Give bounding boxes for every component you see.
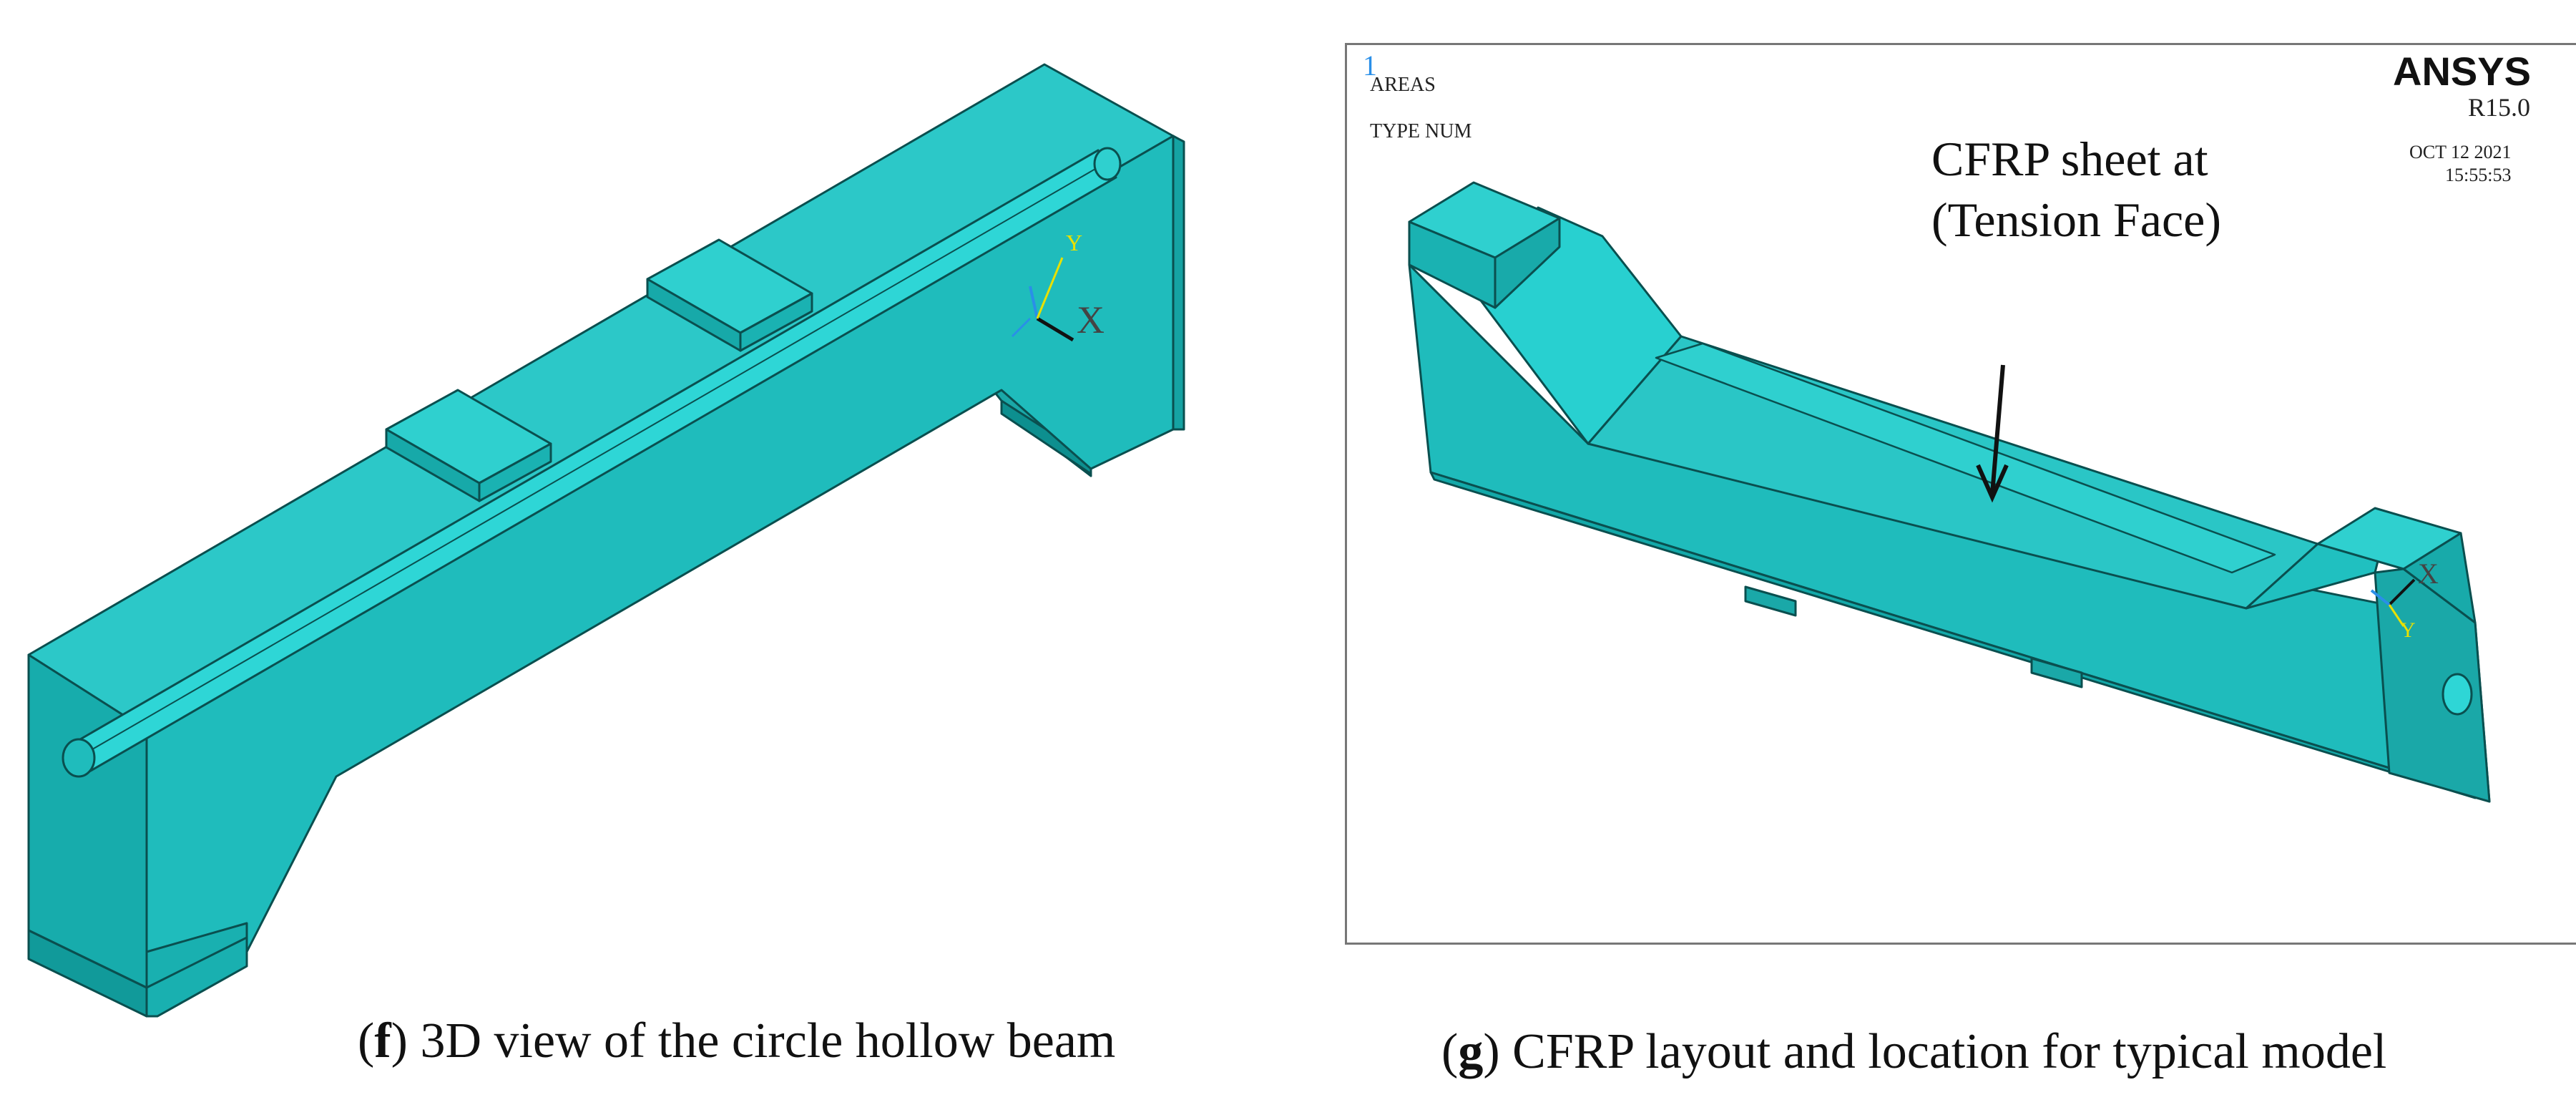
ansys-graphics-window [1345, 43, 2576, 945]
window-number: 1 [1363, 49, 1377, 82]
ansys-logo: ANSYS [2393, 49, 2531, 94]
ansys-date: OCT 12 2021 [2409, 142, 2512, 162]
bottom-support-plate-1 [1744, 585, 1797, 617]
hollow-rod-end-left [62, 738, 96, 778]
caption-g-text: CFRP layout and location for typical mod… [1512, 1024, 2387, 1079]
ansys-release: R15.0 [2468, 93, 2531, 122]
load-plate-2-front [739, 292, 813, 352]
caption-f-text: 3D view of the circle hollow beam [420, 1013, 1116, 1068]
beam-3d-model: Y X [27, 63, 1185, 1018]
hollow-rod-end-right [1093, 147, 1122, 181]
triad-y-label: Y [1066, 230, 1082, 255]
load-plate-1-front [478, 442, 552, 502]
right-block-front [2374, 568, 2491, 803]
caption-g: (g) CFRP layout and location for typical… [1441, 1024, 2387, 1079]
caption-g-letter: g [1458, 1024, 1484, 1079]
ansys-time: 15:55:53 [2445, 165, 2512, 185]
caption-f-letter: f [374, 1013, 391, 1068]
cfrp-beam-model: X Y [1408, 181, 2491, 803]
annotation-arrow [1976, 364, 2009, 503]
right-block-side [2402, 532, 2477, 624]
panel-g: X Y 1 AREAS TYPE NUM ANSYS R15.0 OCT 12 … [1302, 0, 2576, 1110]
annotation-label: CFRP sheet at (Tension Face) [1931, 129, 2221, 250]
cfrp-sheet-outline [1655, 342, 2276, 574]
panel-f: Y X (f) 3D view of the circle hollow bea… [27, 63, 1185, 1068]
hollow-rod-body [70, 149, 1117, 773]
annotation-line-2: (Tension Face) [1931, 193, 2221, 247]
left-block-side [1494, 217, 1561, 309]
areas-label: AREAS [1370, 74, 1436, 96]
beam-right-end-face [1172, 135, 1185, 431]
caption-f: (f) 3D view of the circle hollow beam [358, 1013, 1116, 1068]
end-hole [2442, 673, 2473, 716]
triad: Y X [1011, 230, 1105, 342]
triad-x-label: X [1077, 298, 1105, 341]
type-num-label: TYPE NUM [1370, 120, 1472, 142]
triad: X Y [2370, 558, 2439, 642]
annotation-line-1: CFRP sheet at [1931, 132, 2208, 186]
bottom-support-plate-2 [2030, 657, 2083, 688]
triad-y-label: Y [2400, 618, 2416, 642]
triad-x-label: X [2418, 558, 2439, 590]
